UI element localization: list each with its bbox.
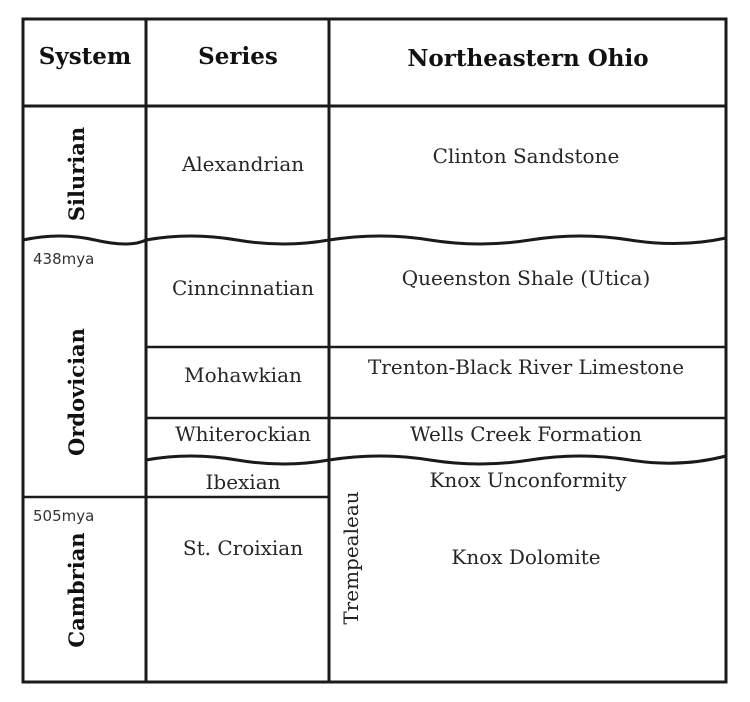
series-st-croixian: St. Croixian xyxy=(183,536,303,560)
formation-clinton-sandstone: Clinton Sandstone xyxy=(433,144,620,168)
header-region: Northeastern Ohio xyxy=(407,45,648,72)
formation-knox-dolomite: Knox Dolomite xyxy=(451,545,600,569)
system-ordovician: Ordovician xyxy=(64,328,89,456)
series-whiterockian: Whiterockian xyxy=(175,422,311,446)
formation-queenston-shale: Queenston Shale (Utica) xyxy=(402,266,651,290)
series-mohawkian: Mohawkian xyxy=(184,363,302,387)
unconformity-line-knox xyxy=(145,454,727,466)
series-alexandrian: Alexandrian xyxy=(181,152,304,176)
system-cambrian: Cambrian xyxy=(64,532,89,647)
age-ordovician-top: 438mya xyxy=(33,250,94,268)
table-frame xyxy=(21,17,728,684)
unconformity-line-silurian-ordovician xyxy=(22,234,727,246)
formation-knox-unconformity: Knox Unconformity xyxy=(429,468,627,492)
system-silurian: Silurian xyxy=(64,127,89,221)
series-ibexian: Ibexian xyxy=(205,470,280,494)
stage-trempealeau: Trempealeau xyxy=(339,491,363,624)
formation-wells-creek: Wells Creek Formation xyxy=(410,422,642,446)
formation-trenton-black-river: Trenton-Black River Limestone xyxy=(368,355,684,379)
series-cincinnatian: Cinncinnatian xyxy=(172,276,314,300)
age-cambrian-top: 505mya xyxy=(33,507,94,525)
header-system: System xyxy=(39,43,132,70)
header-series: Series xyxy=(198,43,278,70)
